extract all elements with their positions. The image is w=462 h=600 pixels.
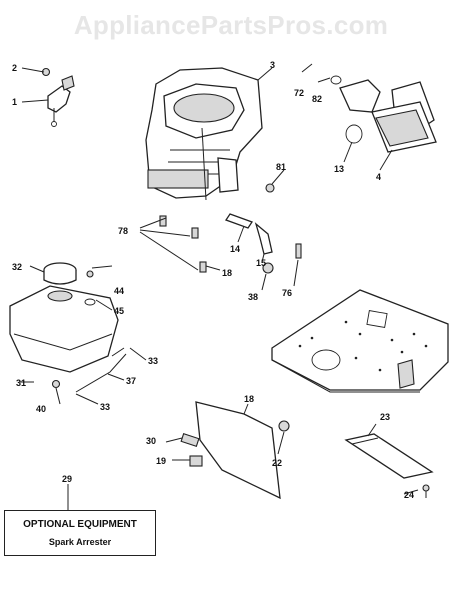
callout-23: 23	[380, 412, 391, 422]
engine-part	[145, 67, 263, 201]
optional-equipment-heading: OPTIONAL EQUIPMENT	[23, 519, 137, 530]
chassis-frame-part	[271, 289, 449, 393]
optional-equipment-item: Spark Arrester	[48, 537, 112, 547]
throttle-control-part	[41, 67, 75, 127]
watermark: AppliancePartsPros.com	[73, 10, 389, 40]
engine-fasteners	[139, 183, 302, 274]
callout-30: 30	[146, 436, 157, 446]
callout-22: 22	[272, 458, 283, 468]
callout-24: 24	[404, 490, 415, 500]
callout-13: 13	[334, 164, 345, 174]
callout-2: 2	[12, 63, 18, 73]
fuel-tank-part	[9, 262, 127, 393]
callout-4: 4	[376, 172, 382, 182]
callout-32: 32	[12, 262, 23, 272]
callout-72: 72	[294, 88, 305, 98]
callout-3: 3	[270, 60, 276, 70]
muffler-part	[330, 75, 437, 153]
callout-81: 81	[276, 162, 287, 172]
cover-plate-part	[344, 433, 434, 498]
callout-18-lower: 18	[244, 394, 255, 404]
callout-14: 14	[230, 244, 241, 254]
callout-78-left: 78	[118, 226, 129, 236]
callout-19: 19	[156, 456, 167, 466]
callout-38: 38	[248, 292, 259, 302]
callout-31: 31	[16, 378, 27, 388]
callout-29: 29	[62, 474, 73, 484]
shield-plate-part	[180, 401, 290, 500]
callout-18-upper: 18	[222, 268, 233, 278]
callout-15: 15	[256, 258, 267, 268]
callout-1: 1	[12, 97, 18, 107]
callout-44: 44	[114, 286, 125, 296]
callout-76: 76	[282, 288, 293, 298]
callout-82: 82	[312, 94, 323, 104]
callout-40: 40	[36, 404, 47, 414]
leader-lines	[20, 63, 419, 510]
optional-equipment-box: OPTIONAL EQUIPMENT Spark Arrester	[4, 510, 156, 556]
callout-37: 37	[126, 376, 137, 386]
callout-45: 45	[114, 306, 125, 316]
callout-33-upper: 33	[148, 356, 159, 366]
callout-33-lower: 33	[100, 402, 111, 412]
